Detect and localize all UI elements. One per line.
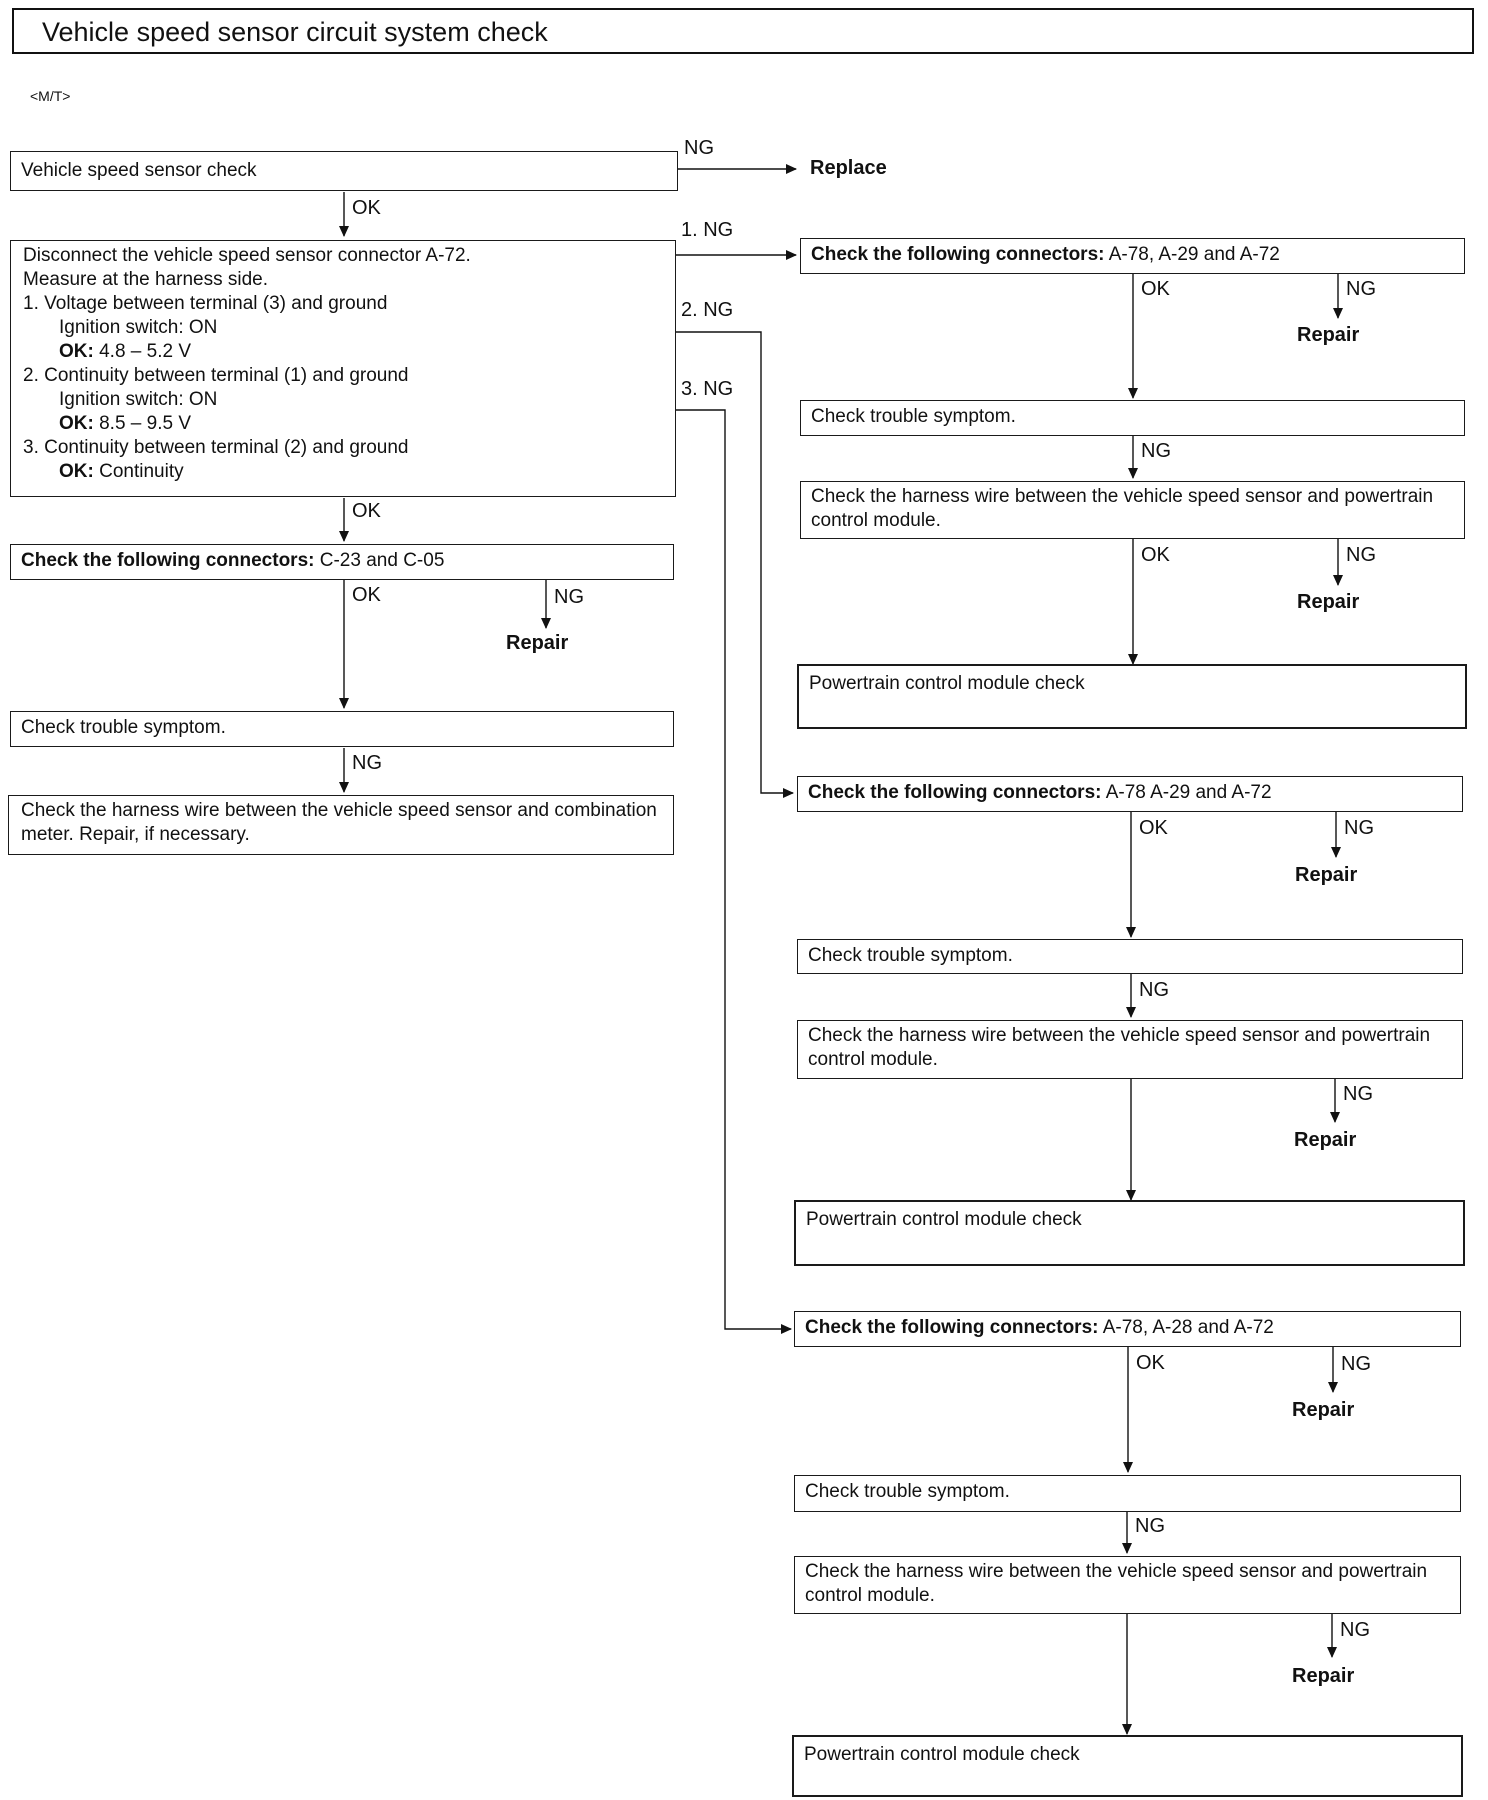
box-trouble-left: Check trouble symptom.	[10, 711, 674, 747]
label-r3-ng: NG	[1341, 1353, 1371, 1375]
measure-item3-ok-label: OK:	[59, 461, 94, 482]
label-r1-trouble-ng: NG	[1141, 440, 1171, 462]
measure-item2-cond: Ignition switch: ON	[59, 389, 218, 410]
box-r1-connectors: Check the following connectors: A-78, A-…	[800, 238, 1465, 274]
repair-r3-a: Repair	[1292, 1399, 1355, 1421]
box-r2-trouble: Check trouble symptom.	[797, 939, 1463, 974]
label-ok-measure: OK	[352, 500, 381, 522]
box-harness-meter: Check the harness wire between the vehic…	[8, 795, 674, 855]
r3-pcm-text: Powertrain control module check	[804, 1744, 1080, 1765]
r1-connectors-value: A-78, A-29 and A-72	[1104, 244, 1280, 265]
box-r3-trouble: Check trouble symptom.	[794, 1475, 1461, 1512]
page-title: Vehicle speed sensor circuit system chec…	[12, 8, 1474, 54]
box-measure: Disconnect the vehicle speed sensor conn…	[10, 240, 676, 497]
box-r2-harness: Check the harness wire between the vehic…	[797, 1020, 1463, 1079]
transmission-variant-label: <M/T>	[30, 88, 71, 104]
box-r2-connectors: Check the following connectors: A-78 A-2…	[797, 776, 1463, 812]
r2-harness-text: Check the harness wire between the vehic…	[808, 1025, 1431, 1070]
box-r2-pcm: Powertrain control module check	[794, 1200, 1465, 1266]
measure-item1-cond: Ignition switch: ON	[59, 317, 218, 338]
label-r3-harness-ng: NG	[1340, 1619, 1370, 1641]
measure-line1: Disconnect the vehicle speed sensor conn…	[23, 245, 471, 266]
label-ok-sensor: OK	[352, 197, 381, 219]
harness-meter-text: Check the harness wire between the vehic…	[21, 800, 657, 845]
measure-item1-ok-label: OK:	[59, 341, 94, 362]
label-ng-trouble-left: NG	[352, 752, 382, 774]
connectors-left-label: Check the following connectors:	[21, 550, 315, 571]
r3-connectors-label: Check the following connectors:	[805, 1317, 1099, 1338]
box-r3-pcm: Powertrain control module check	[792, 1735, 1463, 1797]
label-r2-ng: NG	[1344, 817, 1374, 839]
label-r1-harness-ok: OK	[1141, 544, 1170, 566]
box-r3-connectors: Check the following connectors: A-78, A-…	[794, 1311, 1461, 1347]
label-r2-trouble-ng: NG	[1139, 979, 1169, 1001]
measure-item2: 2. Continuity between terminal (1) and g…	[23, 365, 409, 386]
arrow-branch2	[676, 331, 794, 798]
r2-connectors-value: A-78 A-29 and A-72	[1101, 782, 1272, 803]
measure-item2-ok-label: OK:	[59, 413, 94, 434]
box-sensor-check: Vehicle speed sensor check	[10, 151, 678, 191]
trouble-left-text: Check trouble symptom.	[21, 717, 226, 738]
label-r1-harness-ng: NG	[1346, 544, 1376, 566]
box-connectors-left: Check the following connectors: C-23 and…	[10, 544, 674, 580]
r1-trouble-text: Check trouble symptom.	[811, 406, 1016, 427]
label-branch-2: 2. NG	[681, 299, 734, 321]
measure-item1-ok: OK: 4.8 – 5.2 V	[23, 340, 663, 364]
box-r1-harness: Check the harness wire between the vehic…	[800, 481, 1465, 539]
r3-harness-text: Check the harness wire between the vehic…	[805, 1561, 1428, 1606]
r1-pcm-text: Powertrain control module check	[809, 673, 1085, 694]
label-r1-ng: NG	[1346, 278, 1376, 300]
measure-item3-ok: OK: Continuity	[23, 460, 663, 484]
label-branch-3: 3. NG	[681, 378, 734, 400]
r1-connectors-label: Check the following connectors:	[811, 244, 1105, 265]
label-branch-1: 1. NG	[681, 219, 734, 241]
measure-item3: 3. Continuity between terminal (2) and g…	[23, 437, 409, 458]
r1-harness-text: Check the harness wire between the vehic…	[811, 486, 1434, 531]
measure-item3-ok-value: Continuity	[93, 461, 184, 482]
connectors-left-value: C-23 and C-05	[314, 550, 445, 571]
measure-line2: Measure at the harness side.	[23, 269, 269, 290]
r3-trouble-text: Check trouble symptom.	[805, 1481, 1010, 1502]
measure-item2-ok: OK: 8.5 – 9.5 V	[23, 412, 663, 436]
arrow-branch3	[676, 409, 792, 1334]
repair-r2-a: Repair	[1295, 864, 1358, 886]
r2-connectors-label: Check the following connectors:	[808, 782, 1102, 803]
replace-label: Replace	[810, 157, 887, 179]
label-r2-ok: OK	[1139, 817, 1168, 839]
r2-pcm-text: Powertrain control module check	[806, 1209, 1082, 1230]
label-r2-harness-ng: NG	[1343, 1083, 1373, 1105]
measure-item2-ok-value: 8.5 – 9.5 V	[93, 413, 192, 434]
repair-left: Repair	[506, 632, 569, 654]
repair-r2-b: Repair	[1294, 1129, 1357, 1151]
label-r3-ok: OK	[1136, 1352, 1165, 1374]
box-r3-harness: Check the harness wire between the vehic…	[794, 1556, 1461, 1614]
label-r1-ok: OK	[1141, 278, 1170, 300]
box-r1-pcm: Powertrain control module check	[797, 664, 1467, 729]
r3-connectors-value: A-78, A-28 and A-72	[1098, 1317, 1274, 1338]
label-ok-connectors-left: OK	[352, 584, 381, 606]
label-ng-replace: NG	[684, 137, 714, 159]
r2-trouble-text: Check trouble symptom.	[808, 945, 1013, 966]
measure-item1-ok-value: 4.8 – 5.2 V	[93, 341, 192, 362]
repair-r1-a: Repair	[1297, 324, 1360, 346]
box-r1-trouble: Check trouble symptom.	[800, 400, 1465, 436]
label-r3-trouble-ng: NG	[1135, 1515, 1165, 1537]
measure-item1: 1. Voltage between terminal (3) and grou…	[23, 293, 388, 314]
repair-r3-b: Repair	[1292, 1665, 1355, 1687]
repair-r1-b: Repair	[1297, 591, 1360, 613]
sensor-check-text: Vehicle speed sensor check	[21, 160, 257, 181]
label-ng-connectors-left: NG	[554, 586, 584, 608]
